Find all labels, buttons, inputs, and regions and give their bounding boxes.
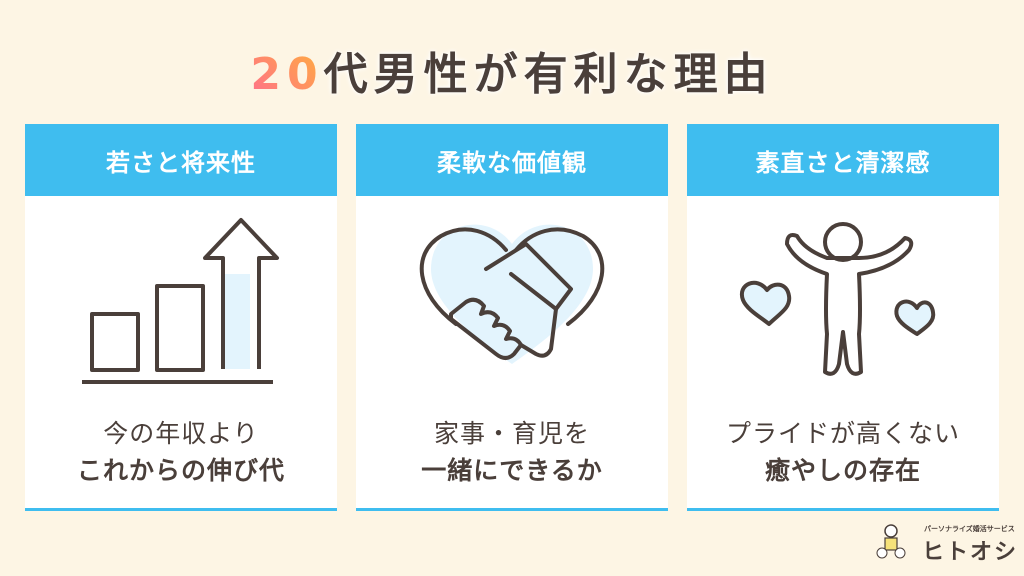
card-youth: 若さと将来性 今の年収より これからの伸び代 [25,124,337,511]
card-honesty: 素直さと清潔感 プライドが高くない 癒やしの存在 [687,124,999,511]
happy-person-hearts-icon [739,222,936,376]
growth-chart-icon [82,218,279,384]
hitooshi-logo: パーソナライズ婚活サービス ヒトオシ [862,522,1022,565]
card-heading: 素直さと清潔感 [687,124,999,196]
logo-mascot-icon [876,524,906,559]
card-values: 柔軟な価値観 家事・育児を 一緒にできるか [356,124,668,511]
page-title: 20代男性が有利な理由 [250,49,774,100]
card-heading: 柔軟な価値観 [356,124,668,196]
handshake-heart-icon [419,224,605,364]
card-heading: 若さと将来性 [25,124,337,196]
